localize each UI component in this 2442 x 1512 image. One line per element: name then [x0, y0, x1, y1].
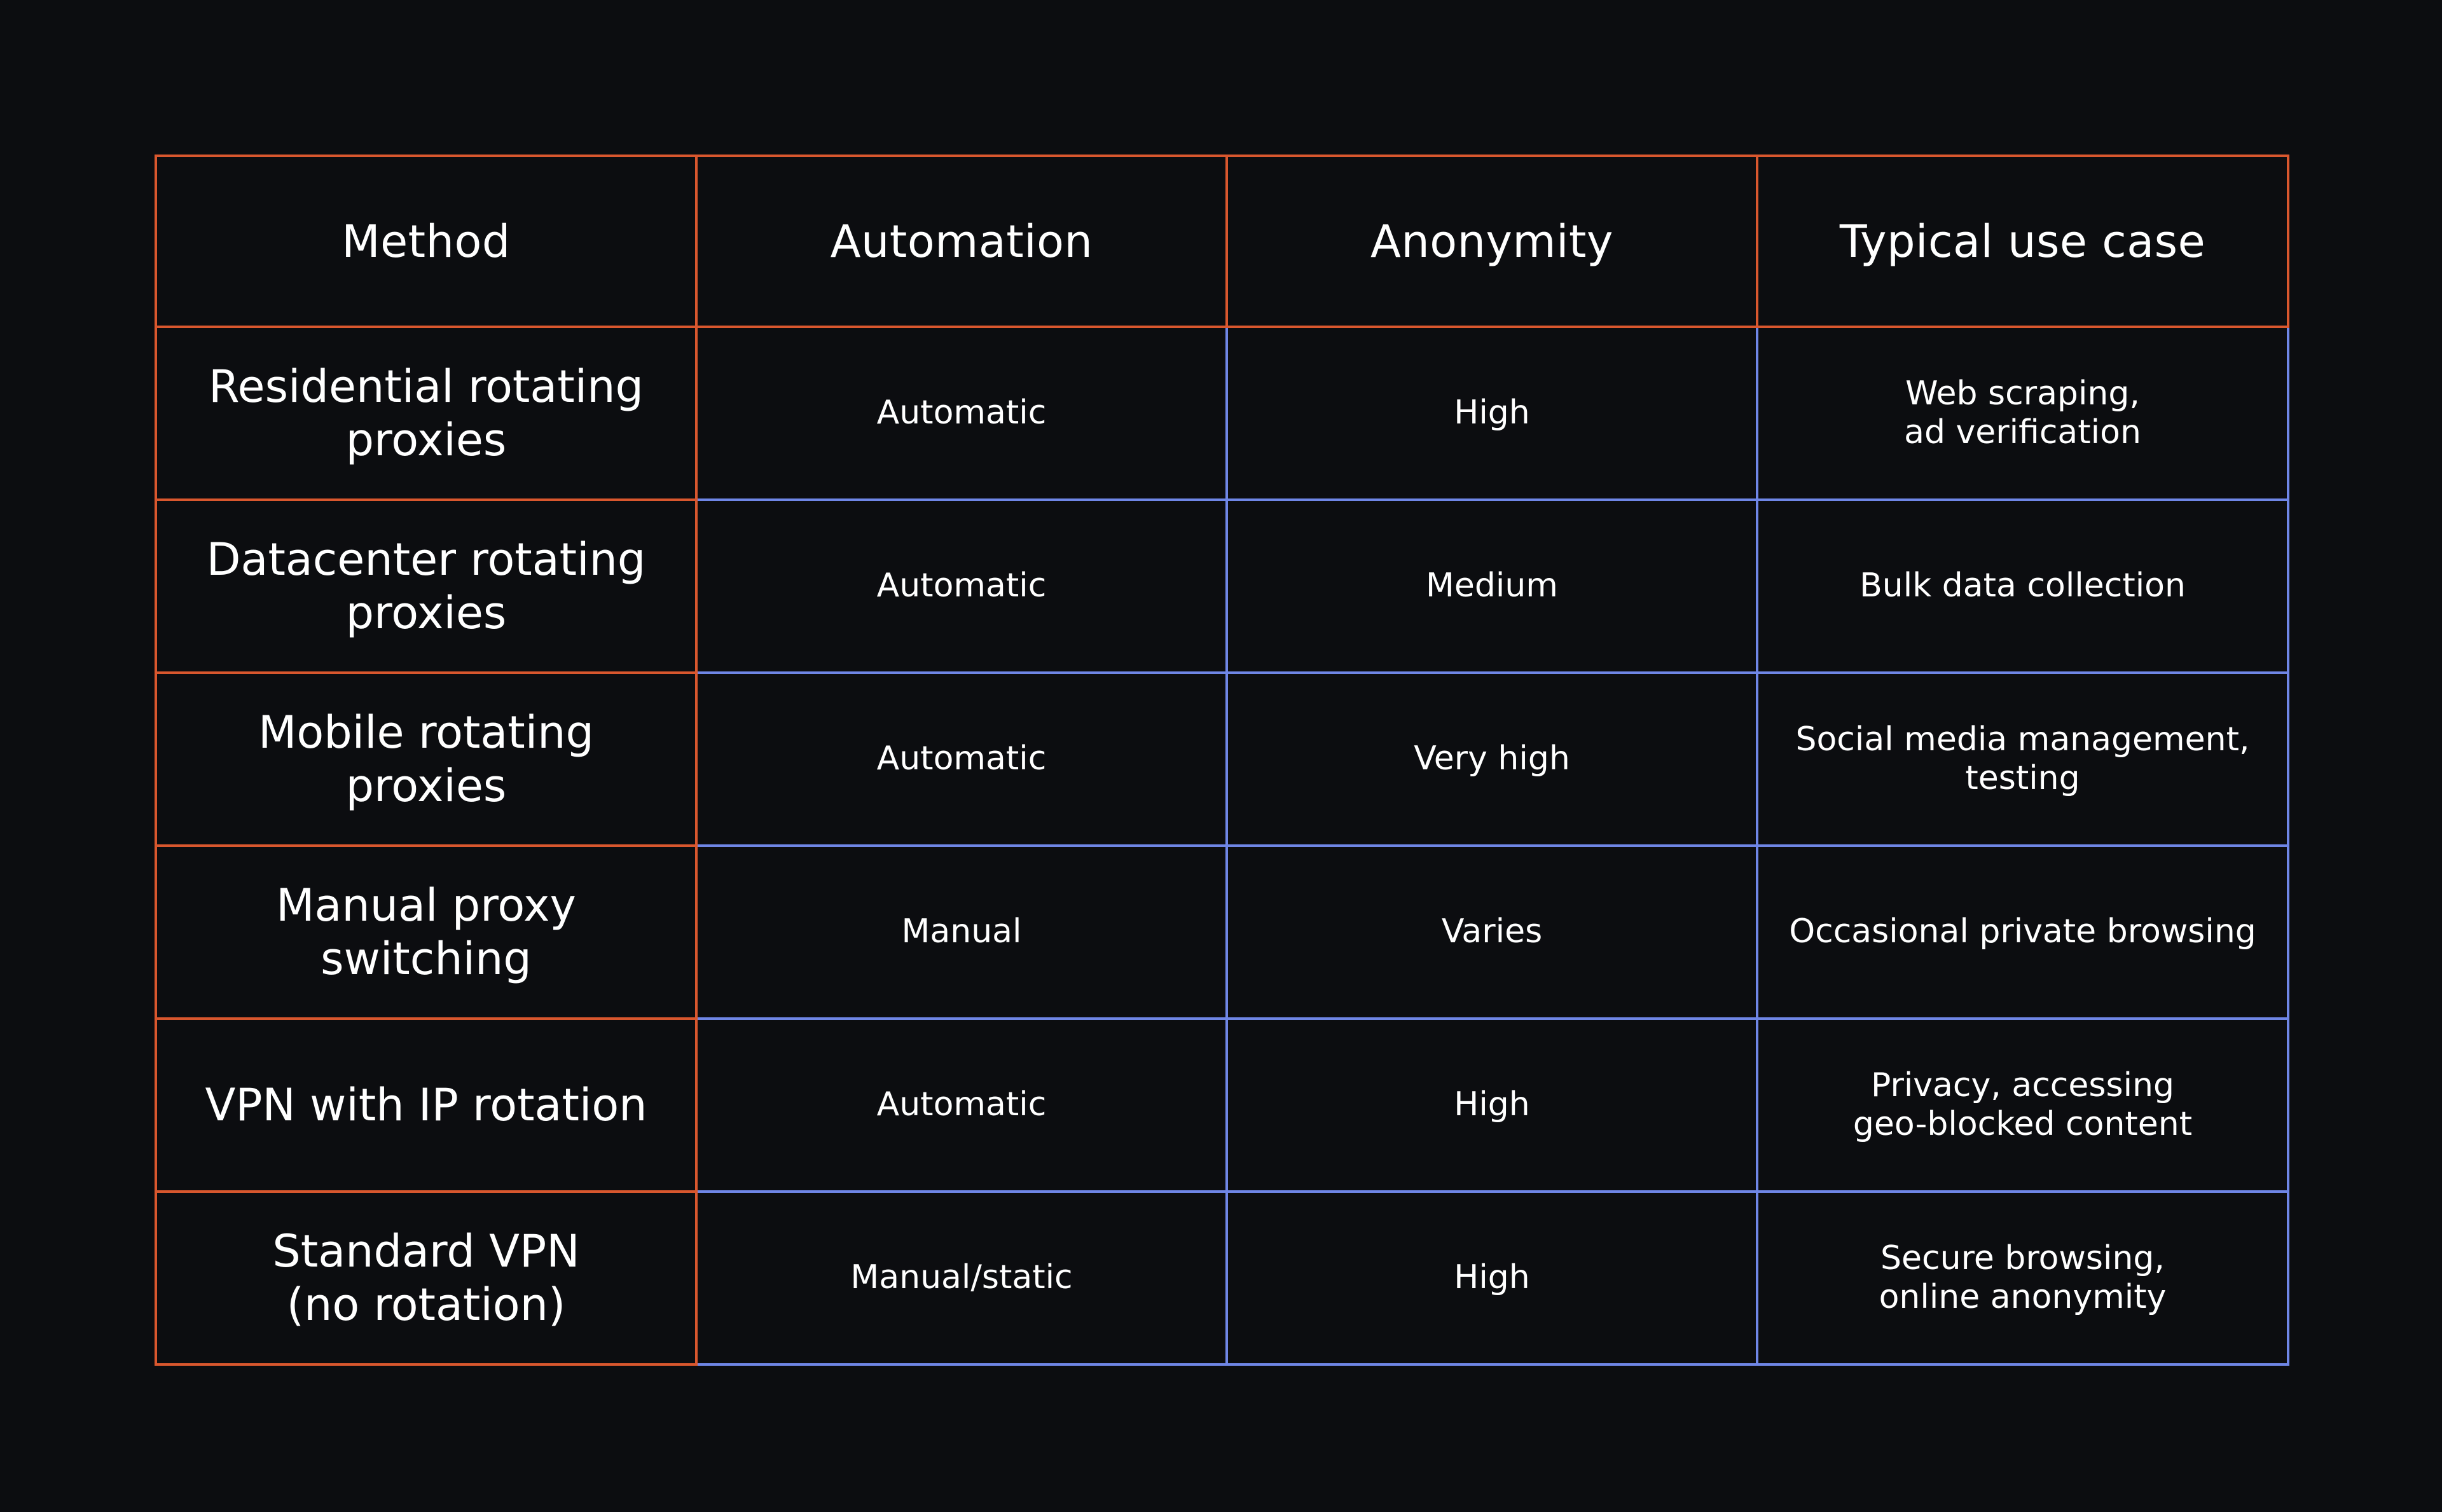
header-method: Method [155, 155, 698, 328]
automation-cell: Automatic [695, 326, 1228, 501]
automation-cell: Automatic [695, 498, 1228, 674]
anonymity-cell: High [1225, 1017, 1758, 1193]
anonymity-cell: Very high [1225, 671, 1758, 847]
automation-cell: Automatic [695, 1017, 1228, 1193]
method-text: (no rotation) [286, 1279, 566, 1331]
method-text: Standard VPN [272, 1225, 580, 1277]
use-case-text: Bulk data collection [1859, 567, 2186, 605]
header-anonymity: Anonymity [1225, 155, 1758, 328]
method-text: Residential rotating [209, 361, 644, 413]
use-case-text: geo-blocked content [1852, 1105, 2193, 1143]
method-cell: VPN with IP rotation [155, 1017, 698, 1193]
method-cell: Residential rotating proxies [155, 326, 698, 501]
anonymity-cell: High [1225, 326, 1758, 501]
method-cell: Datacenter rotating proxies [155, 498, 698, 674]
table-body: Residential rotating proxies Automatic H… [155, 326, 2289, 1366]
method-text: Manual proxy [276, 879, 576, 931]
table-header: Method Automation Anonymity Typical use … [155, 155, 2289, 328]
table-row: Manual proxy switching Manual Varies Occ… [155, 844, 2289, 1020]
table-row: Residential rotating proxies Automatic H… [155, 326, 2289, 501]
use-case-cell: Social media management, testing [1756, 671, 2289, 847]
header-automation: Automation [695, 155, 1228, 328]
method-text: proxies [345, 587, 507, 639]
use-case-text: Secure browsing, [1880, 1239, 2165, 1277]
method-cell: Manual proxy switching [155, 844, 698, 1020]
use-case-text: Social media management, [1795, 720, 2250, 759]
use-case-cell: Web scraping, ad verification [1756, 326, 2289, 501]
method-cell: Mobile rotating proxies [155, 671, 698, 847]
comparison-table: Method Automation Anonymity Typical use … [155, 155, 2289, 1366]
table-row: Standard VPN (no rotation) Manual/static… [155, 1190, 2289, 1366]
anonymity-cell: Varies [1225, 844, 1758, 1020]
use-case-cell: Bulk data collection [1756, 498, 2289, 674]
method-text: switching [321, 933, 532, 985]
use-case-text: online anonymity [1879, 1278, 2167, 1316]
automation-cell: Automatic [695, 671, 1228, 847]
method-text: Mobile rotating [258, 706, 594, 759]
use-case-text: testing [1965, 759, 2080, 797]
table-row: Datacenter rotating proxies Automatic Me… [155, 498, 2289, 674]
use-case-text: Web scraping, [1905, 374, 2140, 413]
method-text: VPN with IP rotation [205, 1079, 647, 1131]
comparison-table-container: Method Automation Anonymity Typical use … [155, 155, 2289, 1366]
method-text: Datacenter rotating [206, 533, 646, 586]
table-row: VPN with IP rotation Automatic High Priv… [155, 1017, 2289, 1193]
use-case-cell: Privacy, accessing geo-blocked content [1756, 1017, 2289, 1193]
header-use-case: Typical use case [1756, 155, 2289, 328]
use-case-text: ad verification [1904, 413, 2141, 451]
method-text: proxies [345, 760, 507, 812]
use-case-text: Privacy, accessing [1871, 1066, 2174, 1104]
table-row: Mobile rotating proxies Automatic Very h… [155, 671, 2289, 847]
method-cell: Standard VPN (no rotation) [155, 1190, 698, 1366]
automation-cell: Manual [695, 844, 1228, 1020]
anonymity-cell: High [1225, 1190, 1758, 1366]
anonymity-cell: Medium [1225, 498, 1758, 674]
method-text: proxies [345, 414, 507, 466]
use-case-cell: Secure browsing, online anonymity [1756, 1190, 2289, 1366]
use-case-text: Occasional private browsing [1789, 912, 2256, 951]
header-row: Method Automation Anonymity Typical use … [155, 155, 2289, 328]
use-case-cell: Occasional private browsing [1756, 844, 2289, 1020]
automation-cell: Manual/static [695, 1190, 1228, 1366]
